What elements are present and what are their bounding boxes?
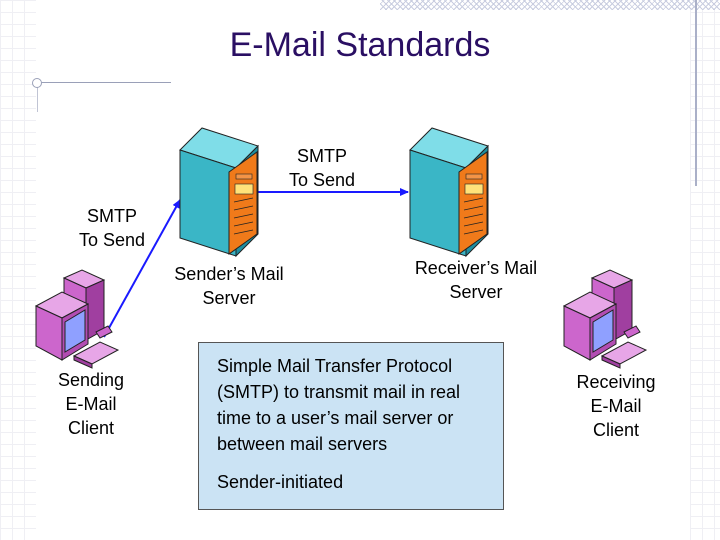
sender-server-icon [179, 127, 259, 258]
arrow-client-to-server [103, 199, 181, 338]
smtp-upper-label: SMTP To Send [270, 144, 374, 192]
receiver-server-line-1: Receiver’s Mail [414, 258, 538, 278]
decorative-tick-line [37, 82, 38, 112]
receiving-client-label: Receiving E-Mail Client [566, 370, 666, 442]
decorative-vertical-line [695, 0, 697, 186]
smtp-upper-line-1: SMTP [296, 146, 347, 166]
smtp-description: Simple Mail Transfer Protocol (SMTP) to … [217, 356, 461, 454]
background-grid-left [0, 0, 36, 540]
sending-client-label: Sending E-Mail Client [46, 368, 136, 440]
smtp-upper-line-2: To Send [288, 170, 356, 190]
receiver-server-line-2: Server [449, 282, 503, 302]
sending-client-computer-icon [34, 269, 120, 369]
sender-initiated-note: Sender-initiated [217, 472, 344, 492]
receiving-client-line-3: Client [592, 420, 640, 440]
sender-server-line-1: Sender’s Mail [174, 264, 284, 284]
decorative-circle [32, 78, 42, 88]
receiving-client-line-1: Receiving [576, 372, 656, 392]
receiver-server-icon [409, 127, 489, 258]
receiving-client-line-2: E-Mail [590, 396, 642, 416]
smtp-left-line-1: SMTP [86, 206, 137, 226]
smtp-left-line-2: To Send [78, 230, 146, 250]
receiving-client-computer-icon [562, 269, 648, 369]
sender-server-label: Sender’s Mail Server [159, 262, 299, 310]
slide-title: E-Mail Standards [229, 26, 491, 64]
sending-client-line-2: E-Mail [65, 394, 117, 414]
sending-client-line-3: Client [67, 418, 115, 438]
sender-server-line-2: Server [202, 288, 256, 308]
receiver-server-label: Receiver’s Mail Server [401, 256, 551, 304]
sending-client-line-1: Sending [57, 370, 125, 390]
smtp-info-box: Simple Mail Transfer Protocol (SMTP) to … [198, 342, 504, 510]
decorative-stripe [380, 0, 720, 10]
smtp-left-label: SMTP To Send [60, 204, 164, 252]
decorative-horizontal-line [36, 82, 171, 83]
